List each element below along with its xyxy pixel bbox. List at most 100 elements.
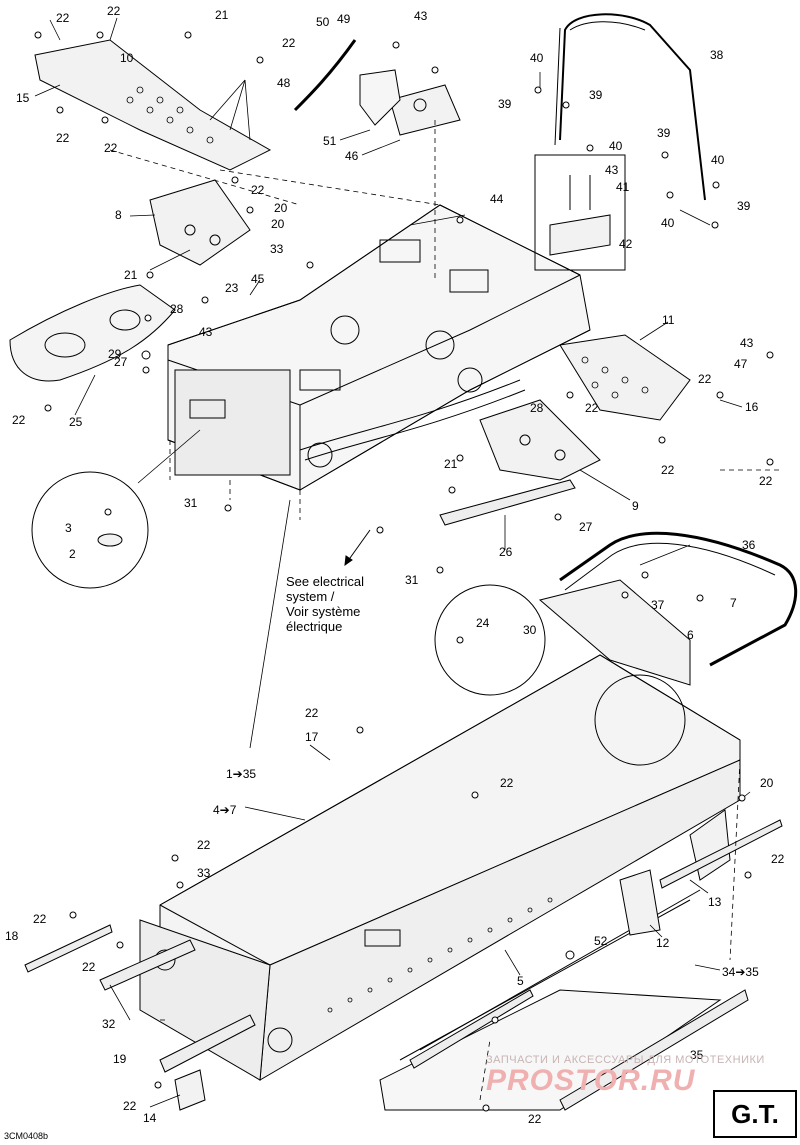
callout-21: 21 (215, 8, 229, 22)
callout-9: 9 (632, 499, 639, 513)
callout-12: 12 (656, 936, 670, 950)
note-line: See electrical (286, 574, 365, 589)
callout-20: 20 (274, 201, 288, 215)
detail-plate-2 (97, 533, 123, 547)
bar-19 (159, 1014, 256, 1073)
watermark-logo: PROSTOR.RU (486, 1064, 696, 1097)
plate-6 (538, 579, 691, 686)
detail-circle-24 (434, 584, 546, 696)
callout-34-35: 34➔35 (722, 965, 759, 979)
callout-40: 40 (711, 153, 725, 167)
callout-5: 5 (517, 974, 524, 988)
rail-26 (439, 479, 576, 526)
fasteners (34, 31, 774, 1112)
callout-49: 49 (337, 12, 351, 26)
bracket-12 (619, 869, 661, 936)
upper-frame (167, 204, 591, 491)
callout-20: 20 (271, 217, 285, 231)
callout-22: 22 (305, 706, 319, 720)
callout-22: 22 (123, 1099, 137, 1113)
callout-22: 22 (33, 912, 47, 926)
callout-40: 40 (609, 139, 623, 153)
callout-33: 33 (270, 242, 284, 256)
callout-39: 39 (657, 126, 671, 140)
callout-22: 22 (56, 11, 70, 25)
callout-10: 10 (120, 51, 134, 65)
callout-43: 43 (605, 163, 619, 177)
callout-17: 17 (305, 730, 319, 744)
callout-11: 11 (662, 313, 675, 327)
callout-3: 3 (65, 521, 72, 535)
electrical-system-note: See electrical system / Voir système éle… (286, 574, 396, 634)
callout-16: 16 (745, 400, 759, 414)
steering-support-38 (554, 13, 706, 201)
callout-22: 22 (104, 141, 118, 155)
callout-48: 48 (277, 76, 291, 90)
callout-22: 22 (251, 183, 265, 197)
callout-33: 33 (197, 866, 211, 880)
callout-30: 30 (523, 623, 537, 637)
bar-32 (99, 939, 196, 991)
callout-28: 28 (170, 302, 184, 316)
callout-22: 22 (661, 463, 675, 477)
callout-46: 46 (345, 149, 359, 163)
callout-1-35: 1➔35 (226, 767, 257, 781)
callout-31: 31 (184, 496, 198, 510)
rail-20 (659, 819, 783, 889)
callout-2: 2 (69, 547, 76, 561)
bracket-46 (359, 69, 461, 136)
inset-box (534, 154, 626, 271)
callout-44: 44 (490, 192, 504, 206)
watermark-tagline: ЗАПЧАСТИ И АКСЕССУАРЫ ДЛЯ МОТОТЕХНИКИ (486, 1054, 765, 1066)
callout-40: 40 (661, 216, 675, 230)
callout-15: 15 (16, 91, 30, 105)
callout-22: 22 (12, 413, 26, 427)
callout-36: 36 (742, 538, 756, 552)
callout-22: 22 (500, 776, 514, 790)
callout-21: 21 (124, 268, 138, 282)
callout-41: 41 (616, 180, 630, 194)
callout-39: 39 (589, 88, 603, 102)
callout-27: 27 (579, 520, 593, 534)
callout-40: 40 (530, 51, 544, 65)
callout-22: 22 (82, 960, 96, 974)
left-footrest (34, 39, 272, 171)
callout-43: 43 (414, 9, 428, 23)
callout-19: 19 (113, 1052, 127, 1066)
callout-22: 22 (771, 852, 785, 866)
drawing-reference: 3CM0408b (4, 1131, 49, 1141)
callout-32: 32 (102, 1017, 116, 1031)
callout-28: 28 (530, 401, 544, 415)
construction-lines (109, 120, 780, 1101)
callout-27: 27 (114, 355, 128, 369)
callout-13: 13 (708, 895, 722, 909)
callout-22: 22 (56, 131, 70, 145)
callout-25: 25 (69, 415, 83, 429)
callout-14: 14 (143, 1111, 157, 1125)
callout-22: 22 (585, 401, 599, 415)
callout-29: 29 (108, 347, 122, 361)
bar-18 (24, 924, 113, 973)
callout-22: 22 (759, 474, 773, 488)
detail-circle-2 (31, 471, 149, 589)
callout-37: 37 (651, 598, 665, 612)
callout-22: 22 (197, 838, 211, 852)
callout-42: 42 (619, 237, 633, 251)
callout-22: 22 (698, 372, 712, 386)
note-line: system / (286, 589, 335, 604)
leader-lines (34, 17, 751, 1108)
callout-31: 31 (405, 573, 419, 587)
callout-8: 8 (115, 208, 122, 222)
callout-47: 47 (734, 357, 748, 371)
callout-43: 43 (740, 336, 754, 350)
callout-22: 22 (282, 36, 296, 50)
note-line: électrique (286, 619, 343, 634)
callout-35: 35 (690, 1048, 704, 1062)
electrical-arrow (344, 529, 371, 567)
rail-35 (559, 989, 749, 1111)
callout-38: 38 (710, 48, 724, 62)
callout-21: 21 (444, 457, 458, 471)
bracket-14 (174, 1069, 206, 1111)
callout-22: 22 (107, 4, 121, 18)
